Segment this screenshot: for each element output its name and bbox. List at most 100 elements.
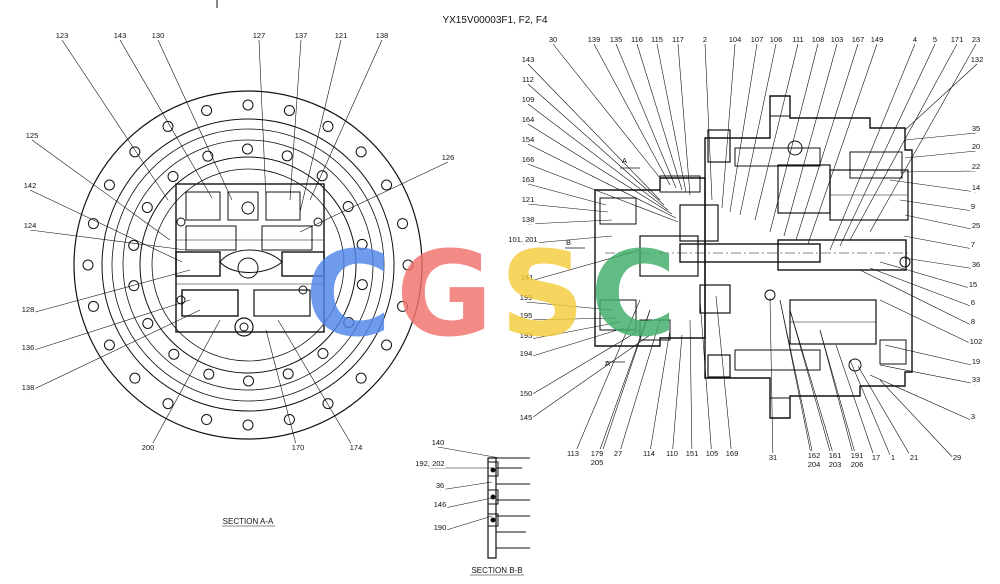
- main-part-label: 27: [614, 449, 622, 458]
- leader-line: [721, 43, 736, 209]
- main-part-label: 6: [971, 298, 975, 307]
- bb-part-label: 192, 202: [415, 459, 444, 468]
- leader-line: [656, 43, 687, 193]
- aa-part-label: 143: [114, 31, 127, 40]
- leader-line: [889, 179, 977, 193]
- leader-line: [899, 199, 974, 212]
- main-part-label: 109: [522, 95, 535, 104]
- leader-line: [636, 43, 683, 191]
- leader-line: [904, 132, 977, 141]
- drawing-title: YX15V00003F1, F2, F4: [442, 15, 548, 26]
- main-part-label: 145: [520, 413, 533, 422]
- aa-part-label: 137: [295, 31, 308, 40]
- main-part-label: 206: [851, 460, 864, 469]
- leader-line: [769, 297, 774, 463]
- main-part-label: 154: [522, 135, 535, 144]
- leader-line: [27, 309, 201, 393]
- leader-line: [754, 43, 799, 221]
- leader-line: [27, 299, 191, 353]
- leader-line: [869, 374, 974, 422]
- main-cross-section: [565, 95, 913, 419]
- leader-line: [857, 365, 915, 463]
- main-part-label: 162: [808, 451, 821, 460]
- view-marker-b: B: [566, 238, 571, 247]
- leader-line: [29, 229, 187, 251]
- leader-line: [29, 189, 183, 263]
- main-part-label: 117: [672, 35, 684, 44]
- main-part-label: 17: [872, 453, 880, 462]
- main-part-label: 33: [972, 375, 980, 384]
- leader-line: [258, 39, 267, 201]
- watermark-letter: G: [396, 225, 493, 363]
- leader-line: [525, 329, 641, 399]
- leader-line: [265, 329, 299, 453]
- main-part-label: 111: [792, 35, 803, 44]
- leader-line: [289, 39, 302, 201]
- aa-part-label: 138: [376, 31, 389, 40]
- leader-line: [789, 309, 836, 461]
- aa-part-label: 170: [292, 443, 305, 452]
- leader-line: [552, 43, 661, 179]
- leader-line: [527, 183, 607, 206]
- main-part-label: 203: [829, 460, 842, 469]
- main-part-label: 22: [972, 162, 980, 171]
- leader-line: [437, 446, 501, 459]
- main-part-label: 30: [549, 35, 557, 44]
- main-part-label: 161: [829, 451, 842, 460]
- leader-line: [904, 63, 978, 131]
- leader-line: [849, 359, 894, 463]
- main-part-label: 164: [522, 115, 535, 124]
- leader-line: [617, 319, 661, 459]
- section-aa-view: [73, 90, 423, 440]
- leader-line: [904, 214, 977, 231]
- main-part-label: 2: [703, 35, 707, 44]
- leader-line: [596, 309, 651, 468]
- watermark-letter: S: [500, 225, 585, 363]
- cgsc-watermark: C G S C: [305, 225, 677, 363]
- leader-line: [671, 334, 683, 459]
- leader-line: [572, 299, 641, 459]
- leader-line: [525, 327, 625, 359]
- aa-part-label: 136: [22, 343, 35, 352]
- main-part-label: 132: [971, 55, 984, 64]
- bb-part-label: 140: [432, 438, 445, 447]
- leader-line: [849, 43, 958, 241]
- main-part-label: 7: [971, 240, 975, 249]
- leader-line: [715, 295, 733, 459]
- leader-line: [615, 43, 677, 189]
- leader-line: [157, 39, 233, 201]
- aa-part-label: 128: [22, 305, 35, 314]
- main-part-label: 9: [971, 202, 975, 211]
- leader-line: [879, 261, 974, 290]
- main-part-label: 106: [770, 35, 783, 44]
- main-part-label: 138: [522, 215, 535, 224]
- aa-part-label: 124: [24, 221, 37, 230]
- leader-line: [783, 43, 838, 237]
- main-part-label: 139: [588, 35, 601, 44]
- main-part-label: 102: [970, 337, 983, 346]
- leader-line: [439, 497, 493, 510]
- main-part-label: 150: [520, 389, 533, 398]
- main-part-label: 141: [521, 273, 534, 282]
- leader-line: [525, 334, 651, 423]
- main-part-label: 20: [972, 142, 980, 151]
- leader-line: [439, 481, 493, 491]
- main-part-label: 36: [972, 260, 980, 269]
- view-marker-a-top: A: [622, 156, 627, 165]
- leader-line: [689, 319, 693, 459]
- leader-line: [648, 329, 671, 459]
- leader-line: [526, 249, 641, 283]
- leader-line: [527, 143, 677, 219]
- main-part-label: 8: [971, 317, 975, 326]
- bb-part-label: 36: [436, 481, 444, 490]
- leader-line: [879, 379, 958, 463]
- main-part-label: 21: [910, 453, 918, 462]
- main-part-label: 191: [851, 451, 864, 460]
- leader-line: [704, 43, 713, 201]
- main-part-label: 110: [666, 449, 678, 458]
- main-part-label: 107: [751, 35, 764, 44]
- main-part-label: 135: [610, 35, 623, 44]
- main-part-label: 116: [631, 35, 643, 44]
- section-aa-caption: SECTION A-A: [223, 517, 274, 526]
- main-part-label: 149: [871, 35, 884, 44]
